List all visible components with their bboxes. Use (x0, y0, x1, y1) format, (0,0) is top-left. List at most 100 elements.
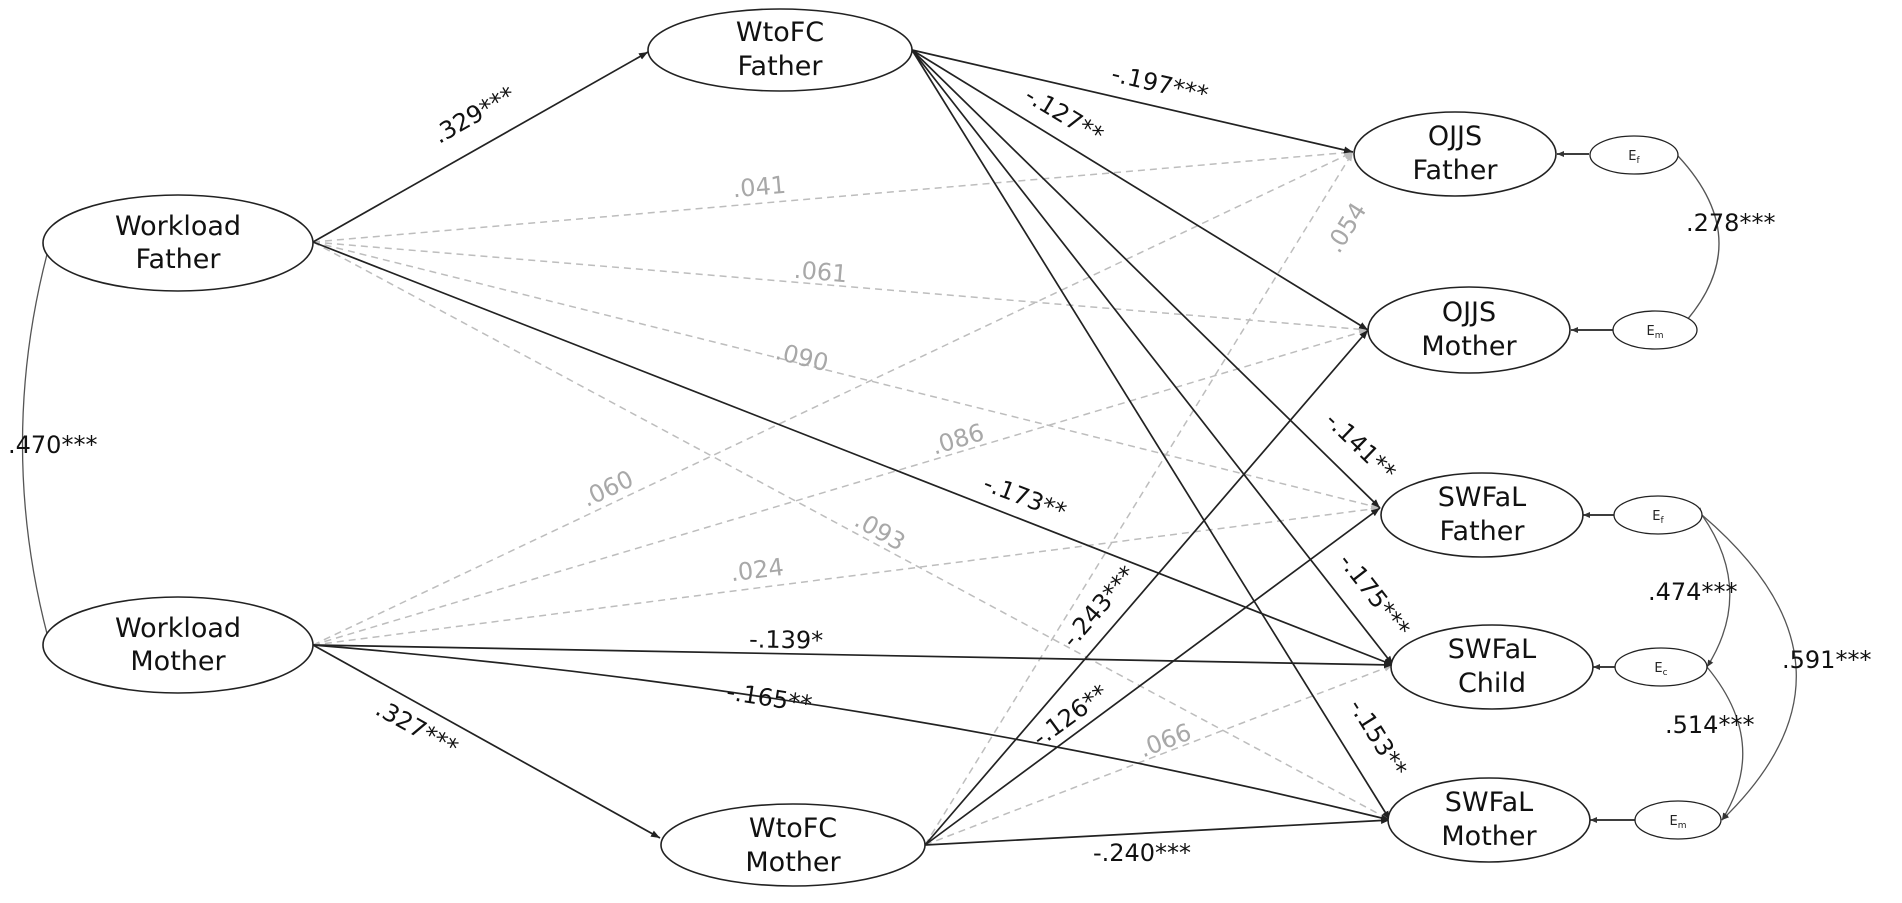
coef-wtfcm-swfalc: .066 (1135, 718, 1195, 763)
coef-wlf-ojjsm: .061 (793, 256, 849, 289)
error-e5: Em (1634, 800, 1722, 840)
node-ojjs-mother: OJJS Mother (1367, 286, 1571, 374)
coef-cov-swfal-f-m: .591*** (1782, 646, 1871, 674)
error-e2: Em (1612, 310, 1698, 350)
path-wlf-ojjsf (312, 149, 1354, 243)
path-wtfcm-swfalm (924, 816, 1391, 846)
coef-wtfcm-ojjsf: .054 (1320, 198, 1372, 258)
coef-wtfcm-swfalm: -.240*** (1093, 839, 1191, 867)
path-wtfcf-swfalm (911, 49, 1391, 821)
covariance-curves (21, 148, 1797, 821)
coef-wlm-wtfcm: .327*** (371, 694, 463, 762)
coef-wlm-ojjsm: .086 (928, 418, 987, 460)
coef-wlm-swfalc: -.139* (749, 625, 824, 654)
coef-wlm-swfalf: .024 (729, 553, 785, 587)
node-workload-father-line1: Workload (115, 211, 241, 242)
path-wtfcm-ojjsf (924, 151, 1354, 846)
significant-paths (312, 49, 1394, 846)
error-e3-main: E (1652, 509, 1660, 524)
error-e4-sub: c (1663, 668, 1668, 678)
node-swfal-father: SWFaL Father (1380, 472, 1584, 558)
node-ojjs-father-line2: Father (1412, 155, 1498, 186)
path-wtfcm-swfalf (924, 507, 1381, 846)
coef-wtfcf-swfalm: -.153** (1343, 694, 1412, 782)
coef-wlf-swfalc: -.173** (980, 469, 1070, 526)
svg-text:Em: Em (1670, 814, 1687, 831)
node-wtofc-mother: WtoFC Mother (660, 803, 926, 887)
node-wtofc-father-line2: Father (737, 51, 823, 82)
node-swfal-child-line1: SWFaL (1448, 634, 1536, 665)
node-workload-father: Workload Father (42, 194, 314, 292)
path-wtfcm-ojjsm (924, 329, 1369, 846)
significant-coefficients: .329*** .327*** -.197*** -.127** -.141**… (371, 60, 1416, 867)
svg-text:Ef: Ef (1652, 509, 1664, 526)
coef-wtfcf-swfalc: -.175*** (1333, 548, 1415, 643)
path-wtfcf-ojjsf (911, 49, 1354, 154)
path-wtfcf-swfalf (911, 49, 1381, 509)
node-wtofc-father-line1: WtoFC (736, 17, 824, 48)
coef-wlf-ojjsf: .041 (731, 171, 787, 204)
path-wlf-wtfcf (312, 51, 649, 243)
coef-wtfcf-ojjsm: -.127** (1020, 81, 1108, 149)
coef-wlf-wtfcf: .329*** (428, 81, 520, 150)
covariance-swfal-c-m-curve (1700, 659, 1744, 821)
node-ojjs-father-line1: OJJS (1428, 121, 1482, 152)
error-e2-sub: m (1655, 331, 1664, 341)
error-e1: Ef (1589, 135, 1679, 175)
coef-cov-swfal-f-c: .474*** (1648, 578, 1737, 606)
node-wtofc-father: WtoFC Father (647, 8, 913, 92)
svg-text:Ef: Ef (1628, 149, 1640, 166)
path-wlf-swfalm (312, 241, 1391, 821)
coef-wtfcf-ojjsf: -.197*** (1109, 60, 1211, 109)
node-workload-mother-line1: Workload (115, 613, 241, 644)
path-wlm-swfalm (312, 644, 1391, 822)
covariance-workload-curve (21, 235, 55, 646)
nonsignificant-paths (312, 149, 1394, 846)
node-workload-mother: Workload Mother (42, 596, 314, 694)
path-wlf-swfalf (312, 241, 1381, 510)
node-swfal-child: SWFaL Child (1390, 624, 1594, 710)
error-e4-main: E (1654, 661, 1662, 676)
node-ojjs-mother-line1: OJJS (1442, 297, 1496, 328)
error-e2-main: E (1647, 324, 1655, 339)
error-arrows (1557, 151, 1635, 823)
path-wlf-swfalc (312, 241, 1394, 666)
error-e3: Ef (1613, 495, 1703, 535)
coef-wlf-swfalf: .090 (773, 337, 832, 377)
error-e1-main: E (1628, 149, 1636, 164)
node-wtofc-mother-line1: WtoFC (749, 813, 837, 844)
coef-cov-swfal-c-m: .514*** (1665, 711, 1754, 739)
path-wlf-ojjsm (312, 241, 1369, 333)
path-wtfcf-swfalc (911, 49, 1394, 666)
node-swfal-father-line2: Father (1439, 516, 1525, 547)
node-wtofc-mother-line2: Mother (745, 847, 841, 878)
coef-cov-workload: .470*** (8, 431, 97, 459)
path-wtfcf-ojjsm (911, 49, 1369, 331)
coef-wlm-swfalm: -.165** (725, 678, 814, 719)
error-e4: Ec (1614, 647, 1708, 687)
node-workload-mother-line2: Mother (130, 646, 226, 677)
svg-text:Em: Em (1647, 324, 1664, 341)
covariance-coefficients: .470*** .278*** .474*** .514*** .591*** (8, 209, 1871, 739)
node-swfal-mother-line1: SWFaL (1445, 787, 1533, 818)
path-wlm-wtfcm (312, 644, 661, 839)
coef-cov-ojjs-errors: .278*** (1686, 209, 1775, 237)
error-e3-sub: f (1661, 516, 1665, 526)
node-ojjs-mother-line2: Mother (1421, 331, 1517, 362)
svg-text:Ec: Ec (1654, 661, 1667, 678)
node-swfal-mother: SWFaL Mother (1387, 777, 1591, 863)
covariance-swfal-f-m-curve (1694, 508, 1797, 821)
node-swfal-mother-line2: Mother (1441, 821, 1537, 852)
covariance-ojjs-errors-curve (1671, 148, 1720, 331)
node-ojjs-father: OJJS Father (1353, 111, 1557, 197)
coef-wlf-swfalm: .093 (850, 506, 910, 557)
node-workload-father-line2: Father (135, 244, 221, 275)
node-swfal-child-line2: Child (1458, 668, 1526, 699)
error-e5-main: E (1670, 814, 1678, 829)
path-wlm-swfalc (312, 644, 1394, 669)
error-e1-sub: f (1637, 156, 1641, 166)
coef-wtfcf-swfalf: -.141** (1320, 406, 1401, 486)
error-e5-sub: m (1678, 821, 1687, 831)
node-swfal-father-line1: SWFaL (1438, 482, 1526, 513)
